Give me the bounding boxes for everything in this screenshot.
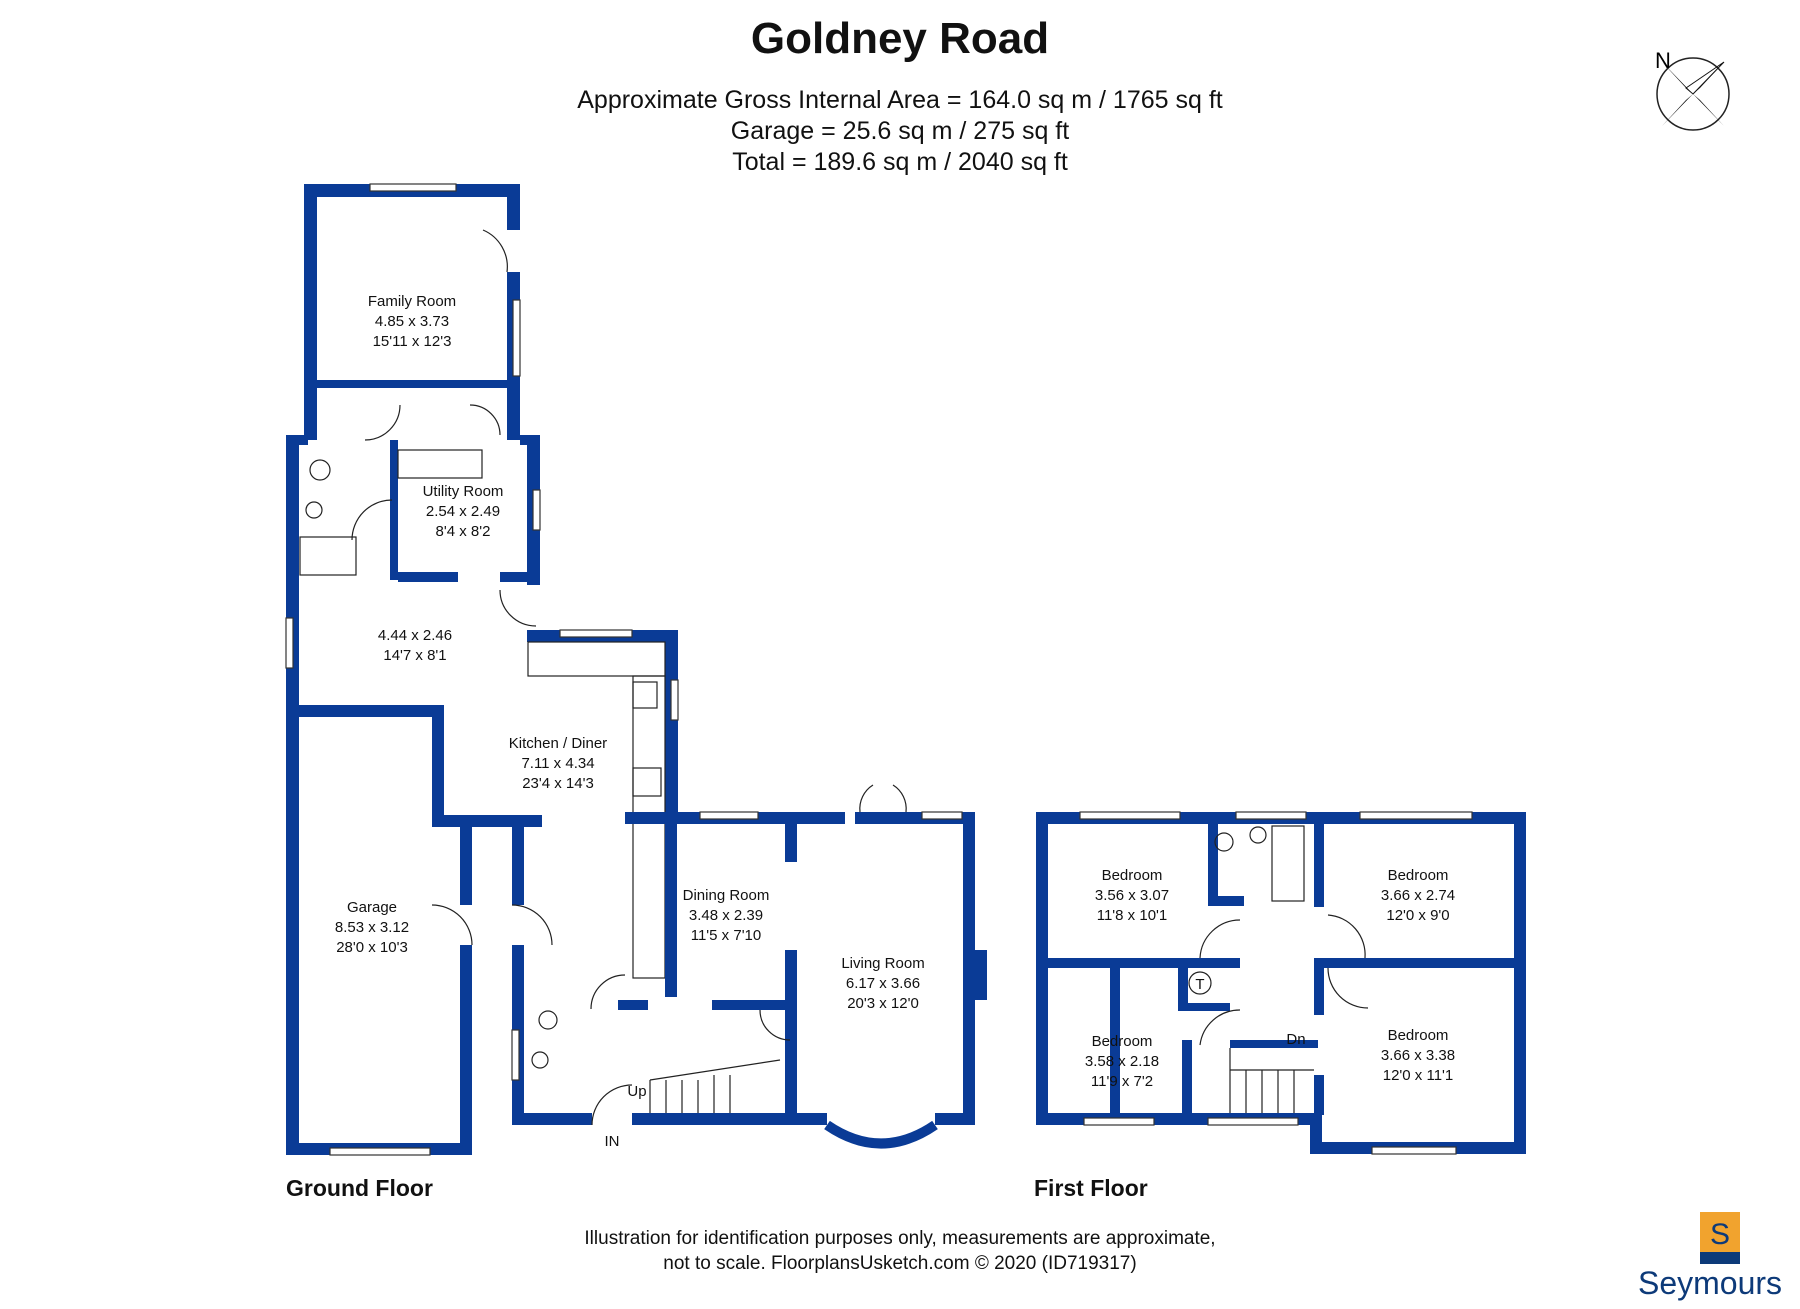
room-name-bedroom-3: Bedroom: [1092, 1033, 1153, 1050]
gross-area-line: Approximate Gross Internal Area = 164.0 …: [577, 86, 1223, 114]
first-floor-plan: [1036, 811, 1526, 1155]
room-metric-family: 4.85 x 3.73: [375, 313, 449, 330]
seymours-logo-icon: S: [1700, 1212, 1740, 1264]
room-name-living: Living Room: [841, 955, 924, 972]
page-title: Goldney Road: [750, 14, 1050, 63]
room-imperial-bedroom-2: 12'0 x 9'0: [1386, 907, 1449, 924]
room-imperial-hall: 14'7 x 8'1: [383, 647, 446, 664]
entrance-label: IN: [605, 1133, 620, 1150]
stairs-down-label: Dn: [1286, 1031, 1305, 1048]
room-metric-dining: 3.48 x 2.39: [689, 907, 763, 924]
room-name-kitchen: Kitchen / Diner: [509, 735, 607, 752]
room-metric-living: 6.17 x 3.66: [846, 975, 920, 992]
first-floor-label: First Floor: [1034, 1175, 1148, 1201]
room-metric-hall: 4.44 x 2.46: [378, 627, 452, 644]
total-area-line: Total = 189.6 sq m / 2040 sq ft: [732, 148, 1068, 176]
room-imperial-garage: 28'0 x 10'3: [336, 939, 408, 956]
room-name-garage: Garage: [347, 899, 397, 916]
logo-letter: S: [1710, 1218, 1730, 1251]
room-metric-bedroom-2: 3.66 x 2.74: [1381, 887, 1455, 904]
disclaimer-line-1: Illustration for identification purposes…: [584, 1228, 1216, 1249]
room-imperial-kitchen: 23'4 x 14'3: [522, 775, 594, 792]
room-name-utility: Utility Room: [423, 483, 504, 500]
room-imperial-bedroom-3: 11'9 x 7'2: [1091, 1073, 1153, 1090]
compass-north-label: N: [1655, 48, 1671, 73]
room-imperial-living: 20'3 x 12'0: [847, 995, 919, 1012]
brand-name: Seymours: [1638, 1265, 1783, 1301]
tank-label: T: [1195, 976, 1204, 993]
room-imperial-dining: 11'5 x 7'10: [691, 927, 762, 944]
compass-rose-icon: N: [1655, 48, 1730, 131]
room-name-dining: Dining Room: [683, 887, 770, 904]
room-name-bedroom-1: Bedroom: [1102, 867, 1163, 884]
ground-floor-plan: [285, 183, 987, 1156]
room-metric-utility: 2.54 x 2.49: [426, 503, 500, 520]
garage-area-line: Garage = 25.6 sq m / 275 sq ft: [730, 117, 1070, 145]
room-metric-bedroom-1: 3.56 x 3.07: [1095, 887, 1169, 904]
room-metric-garage: 8.53 x 3.12: [335, 919, 409, 936]
room-imperial-bedroom-1: 11'8 x 10'1: [1097, 907, 1168, 924]
room-metric-bedroom-4: 3.66 x 3.38: [1381, 1047, 1455, 1064]
room-name-family: Family Room: [368, 293, 456, 310]
room-name-bedroom-2: Bedroom: [1388, 867, 1449, 884]
room-metric-bedroom-3: 3.58 x 2.18: [1085, 1053, 1159, 1070]
ground-floor-label: Ground Floor: [286, 1175, 433, 1201]
room-imperial-bedroom-4: 12'0 x 11'1: [1383, 1067, 1454, 1084]
room-imperial-utility: 8'4 x 8'2: [436, 523, 491, 540]
room-name-bedroom-4: Bedroom: [1388, 1027, 1449, 1044]
disclaimer-line-2: not to scale. FloorplansUsketch.com © 20…: [663, 1253, 1137, 1274]
room-metric-kitchen: 7.11 x 4.34: [521, 755, 594, 772]
room-imperial-family: 15'11 x 12'3: [373, 333, 452, 350]
stairs-up-label: Up: [627, 1083, 646, 1100]
